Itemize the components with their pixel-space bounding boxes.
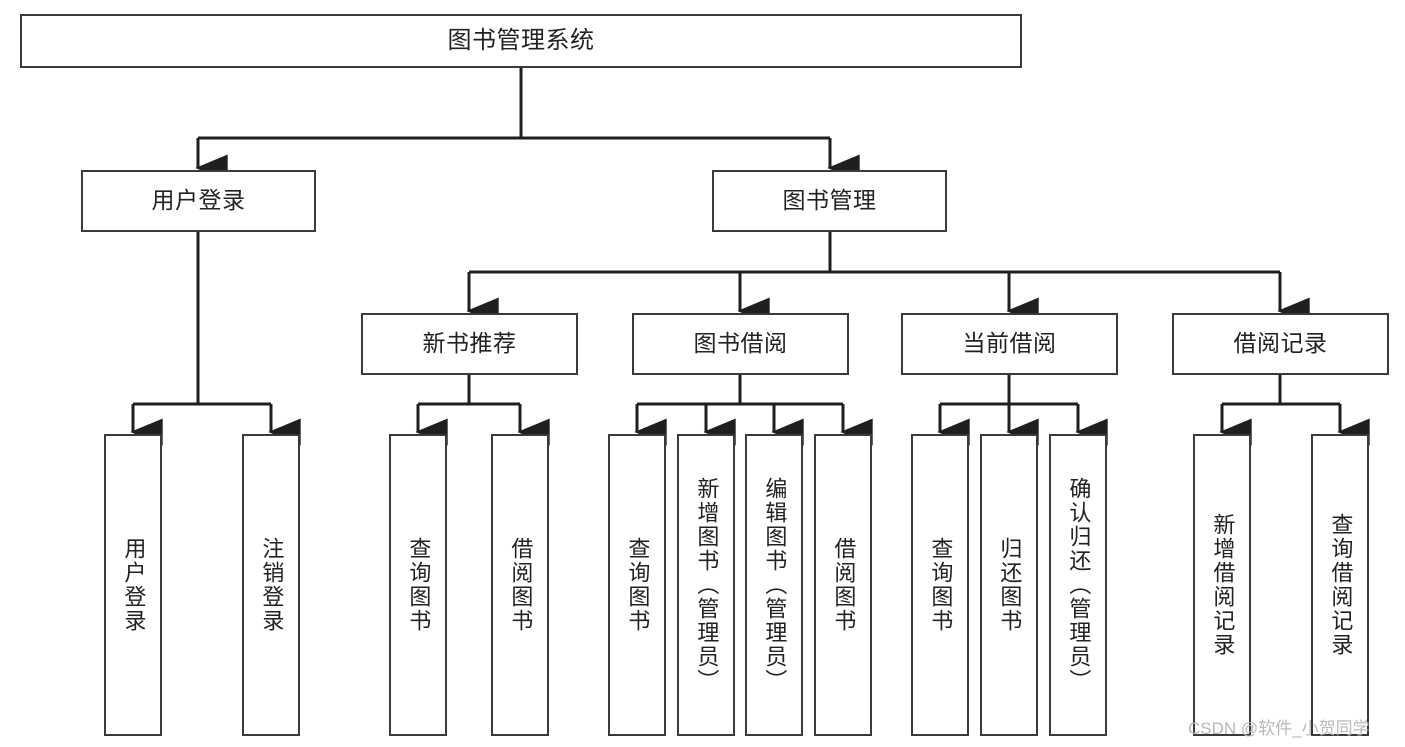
node-label: 借阅图书	[508, 537, 534, 633]
leaf-current-query-book[interactable]: 查询图书	[911, 434, 969, 736]
node-label: 确认归还（管理员）	[1066, 477, 1092, 693]
node-label: 图书管理系统	[447, 26, 595, 54]
node-label: 查询图书	[625, 537, 651, 633]
node-label: 编辑图书（管理员）	[762, 477, 788, 693]
node-user-login[interactable]: 用户登录	[81, 170, 316, 232]
leaf-borrow-add-book-admin[interactable]: 新增图书（管理员）	[677, 434, 735, 736]
leaf-record-add-record[interactable]: 新增借阅记录	[1193, 434, 1251, 736]
leaf-current-confirm-return-admin[interactable]: 确认归还（管理员）	[1049, 434, 1107, 736]
leaf-recommend-borrow-book[interactable]: 借阅图书	[491, 434, 549, 736]
node-label: 新增借阅记录	[1210, 513, 1236, 657]
leaf-recommend-query-book[interactable]: 查询图书	[389, 434, 447, 736]
node-label: 借阅记录	[1233, 330, 1328, 357]
leaf-user-login-logout[interactable]: 注销登录	[242, 434, 300, 736]
leaf-record-query-record[interactable]: 查询借阅记录	[1311, 434, 1369, 736]
node-book-borrow[interactable]: 图书借阅	[632, 313, 849, 375]
node-label: 借阅图书	[831, 537, 857, 633]
csdn-watermark: CSDN @软件_小贺同学	[1188, 719, 1370, 738]
node-label: 用户登录	[121, 537, 147, 633]
leaf-borrow-query-book[interactable]: 查询图书	[608, 434, 666, 736]
leaf-current-return-book[interactable]: 归还图书	[980, 434, 1038, 736]
node-label: 查询图书	[928, 537, 954, 633]
leaf-borrow-edit-book-admin[interactable]: 编辑图书（管理员）	[745, 434, 803, 736]
leaf-borrow-borrow-book[interactable]: 借阅图书	[814, 434, 872, 736]
node-label: 注销登录	[259, 537, 285, 633]
leaf-user-login-login[interactable]: 用户登录	[104, 434, 162, 736]
node-new-book-recommend[interactable]: 新书推荐	[361, 313, 578, 375]
node-label: 归还图书	[997, 537, 1023, 633]
node-root-system[interactable]: 图书管理系统	[20, 14, 1022, 68]
node-book-management[interactable]: 图书管理	[712, 170, 947, 232]
node-label: 查询借阅记录	[1328, 513, 1354, 657]
node-label: 图书借阅	[693, 330, 788, 357]
node-borrow-record[interactable]: 借阅记录	[1172, 313, 1389, 375]
node-label: 用户登录	[151, 187, 246, 214]
node-label: 查询图书	[406, 537, 432, 633]
node-label: 图书管理	[782, 187, 877, 214]
node-current-borrow[interactable]: 当前借阅	[901, 313, 1118, 375]
node-label: 新增图书（管理员）	[694, 477, 720, 693]
node-label: 当前借阅	[962, 330, 1057, 357]
node-label: 新书推荐	[422, 330, 517, 357]
